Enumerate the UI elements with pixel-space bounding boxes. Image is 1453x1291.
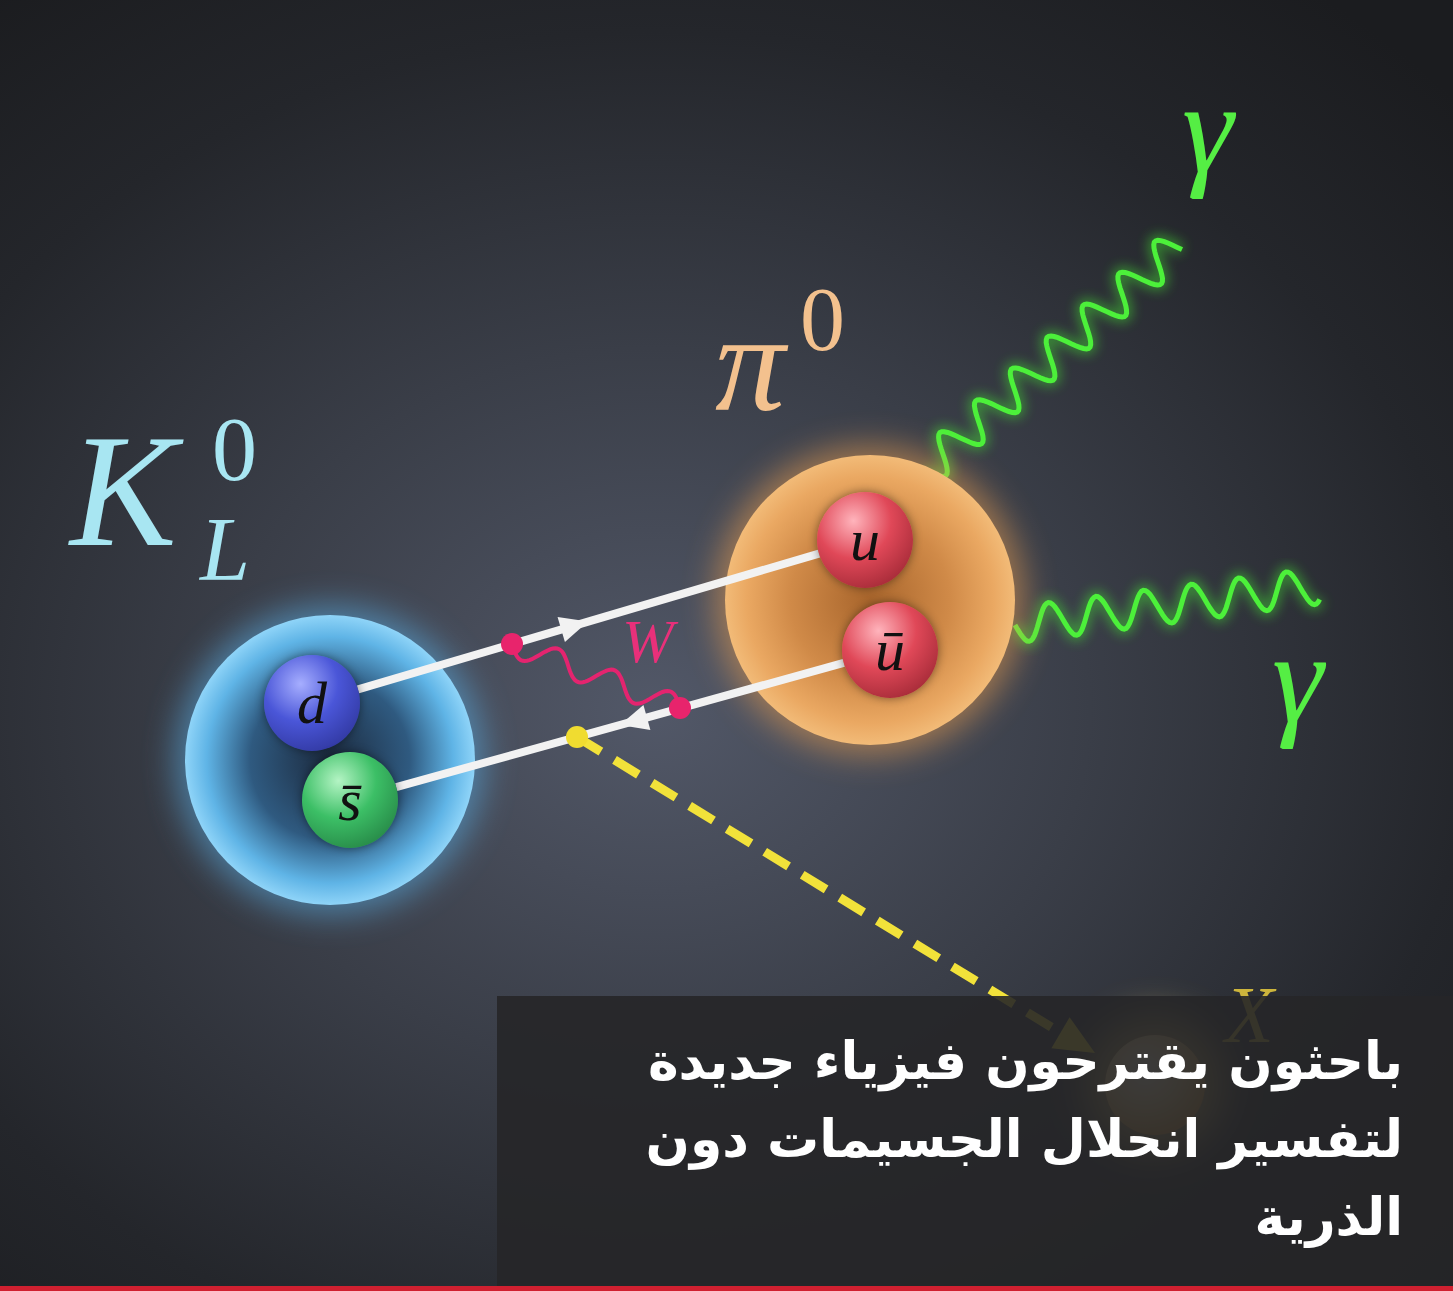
quark-label: d — [297, 673, 327, 733]
charge-superscript: 0 — [800, 275, 845, 365]
vertex-dot — [501, 633, 523, 655]
quark-label: u — [850, 510, 880, 570]
quark-label: s̄ — [338, 770, 361, 830]
down-quark: d — [264, 655, 360, 751]
photon-glow — [925, 240, 1182, 476]
meson-body — [185, 615, 475, 905]
boson-label: W — [622, 610, 674, 672]
arrow-head — [558, 617, 589, 642]
photon-label: γ — [1182, 62, 1233, 192]
dashed-arrow — [577, 737, 1061, 1033]
quark-label: ū — [875, 620, 905, 680]
anti-strange-quark: s̄ — [302, 752, 398, 848]
caption-band: باحثون يقترحون فيزياء جديدة لتفسير انحلا… — [497, 996, 1453, 1286]
photon-wave — [925, 240, 1182, 476]
bottom-rule — [0, 1286, 1453, 1291]
meson-body — [725, 455, 1015, 745]
anti-up-quark: ū — [842, 602, 938, 698]
charge-superscript: 0 — [212, 405, 257, 495]
caption-text: باحثون يقترحون فيزياء جديدة لتفسير انحلا… — [533, 1022, 1403, 1256]
vertex-dot — [669, 697, 691, 719]
arrow-head — [620, 705, 650, 730]
meson-glow — [715, 445, 1025, 755]
particle-symbol: K — [70, 411, 177, 571]
photon-label: γ — [1272, 612, 1323, 742]
up-quark: u — [817, 492, 913, 588]
vertex-dot — [566, 726, 588, 748]
kaon-meson: K0Lds̄ — [185, 615, 475, 905]
particle-symbol: π — [715, 293, 785, 433]
state-subscript: L — [200, 505, 250, 595]
pion-meson: π0uū — [725, 455, 1015, 745]
meson-glow — [175, 605, 485, 915]
